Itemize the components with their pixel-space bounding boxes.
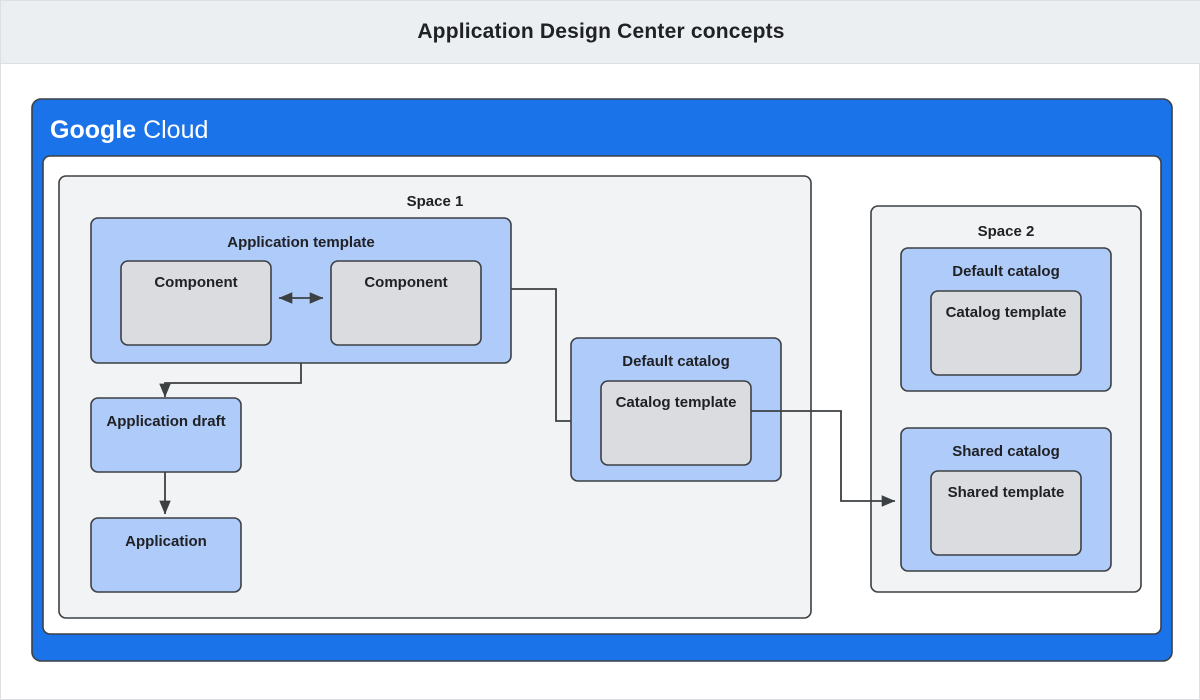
catalog-template-to-shared-catalog-connector (751, 410, 896, 507)
default-catalog-space-2-label: Default catalog (952, 263, 1060, 280)
shared-catalog-label: Shared catalog (952, 443, 1060, 460)
component-1-box (120, 260, 272, 346)
application-box (90, 517, 242, 593)
logo-cloud-text: Cloud (143, 116, 208, 144)
shared-template-box (930, 470, 1082, 556)
default-catalog-space-1-group: Default catalog Catalog template (511, 288, 782, 482)
application-draft-label: Application draft (106, 413, 225, 430)
catalog-template-space-1-box (600, 380, 752, 466)
component-2-box (330, 260, 482, 346)
application-draft-box (90, 397, 242, 473)
component-2-label: Component (364, 274, 447, 291)
page-title: Application Design Center concepts (417, 20, 785, 43)
default-catalog-space-2-group: Default catalog Catalog template (900, 247, 1112, 392)
shared-template-label: Shared template (948, 484, 1065, 501)
catalog-template-space-2-label: Catalog template (946, 304, 1067, 321)
logo-google-text: Google (50, 116, 136, 144)
catalog-template-space-1-label: Catalog template (616, 394, 737, 411)
component-1-label: Component (154, 274, 237, 291)
application-template-group: Application template Component Component (90, 217, 512, 364)
application-template-to-application-draft-connector (159, 363, 302, 398)
google-cloud-logo: Google Cloud (50, 116, 208, 144)
application-label: Application (125, 533, 207, 550)
space-2-label: Space 2 (978, 223, 1035, 240)
catalog-template-space-2-box (930, 290, 1082, 376)
default-catalog-space-1-label: Default catalog (622, 353, 730, 370)
application-template-label: Application template (227, 234, 375, 251)
title-bar: Application Design Center concepts (1, 1, 1200, 64)
space-1-label: Space 1 (407, 193, 464, 210)
shared-catalog-group: Shared catalog Shared template (751, 410, 1112, 572)
application-flow: Application draft Application (90, 363, 302, 593)
diagram-canvas: Google Cloud Space 1 Application templat… (1, 64, 1200, 700)
